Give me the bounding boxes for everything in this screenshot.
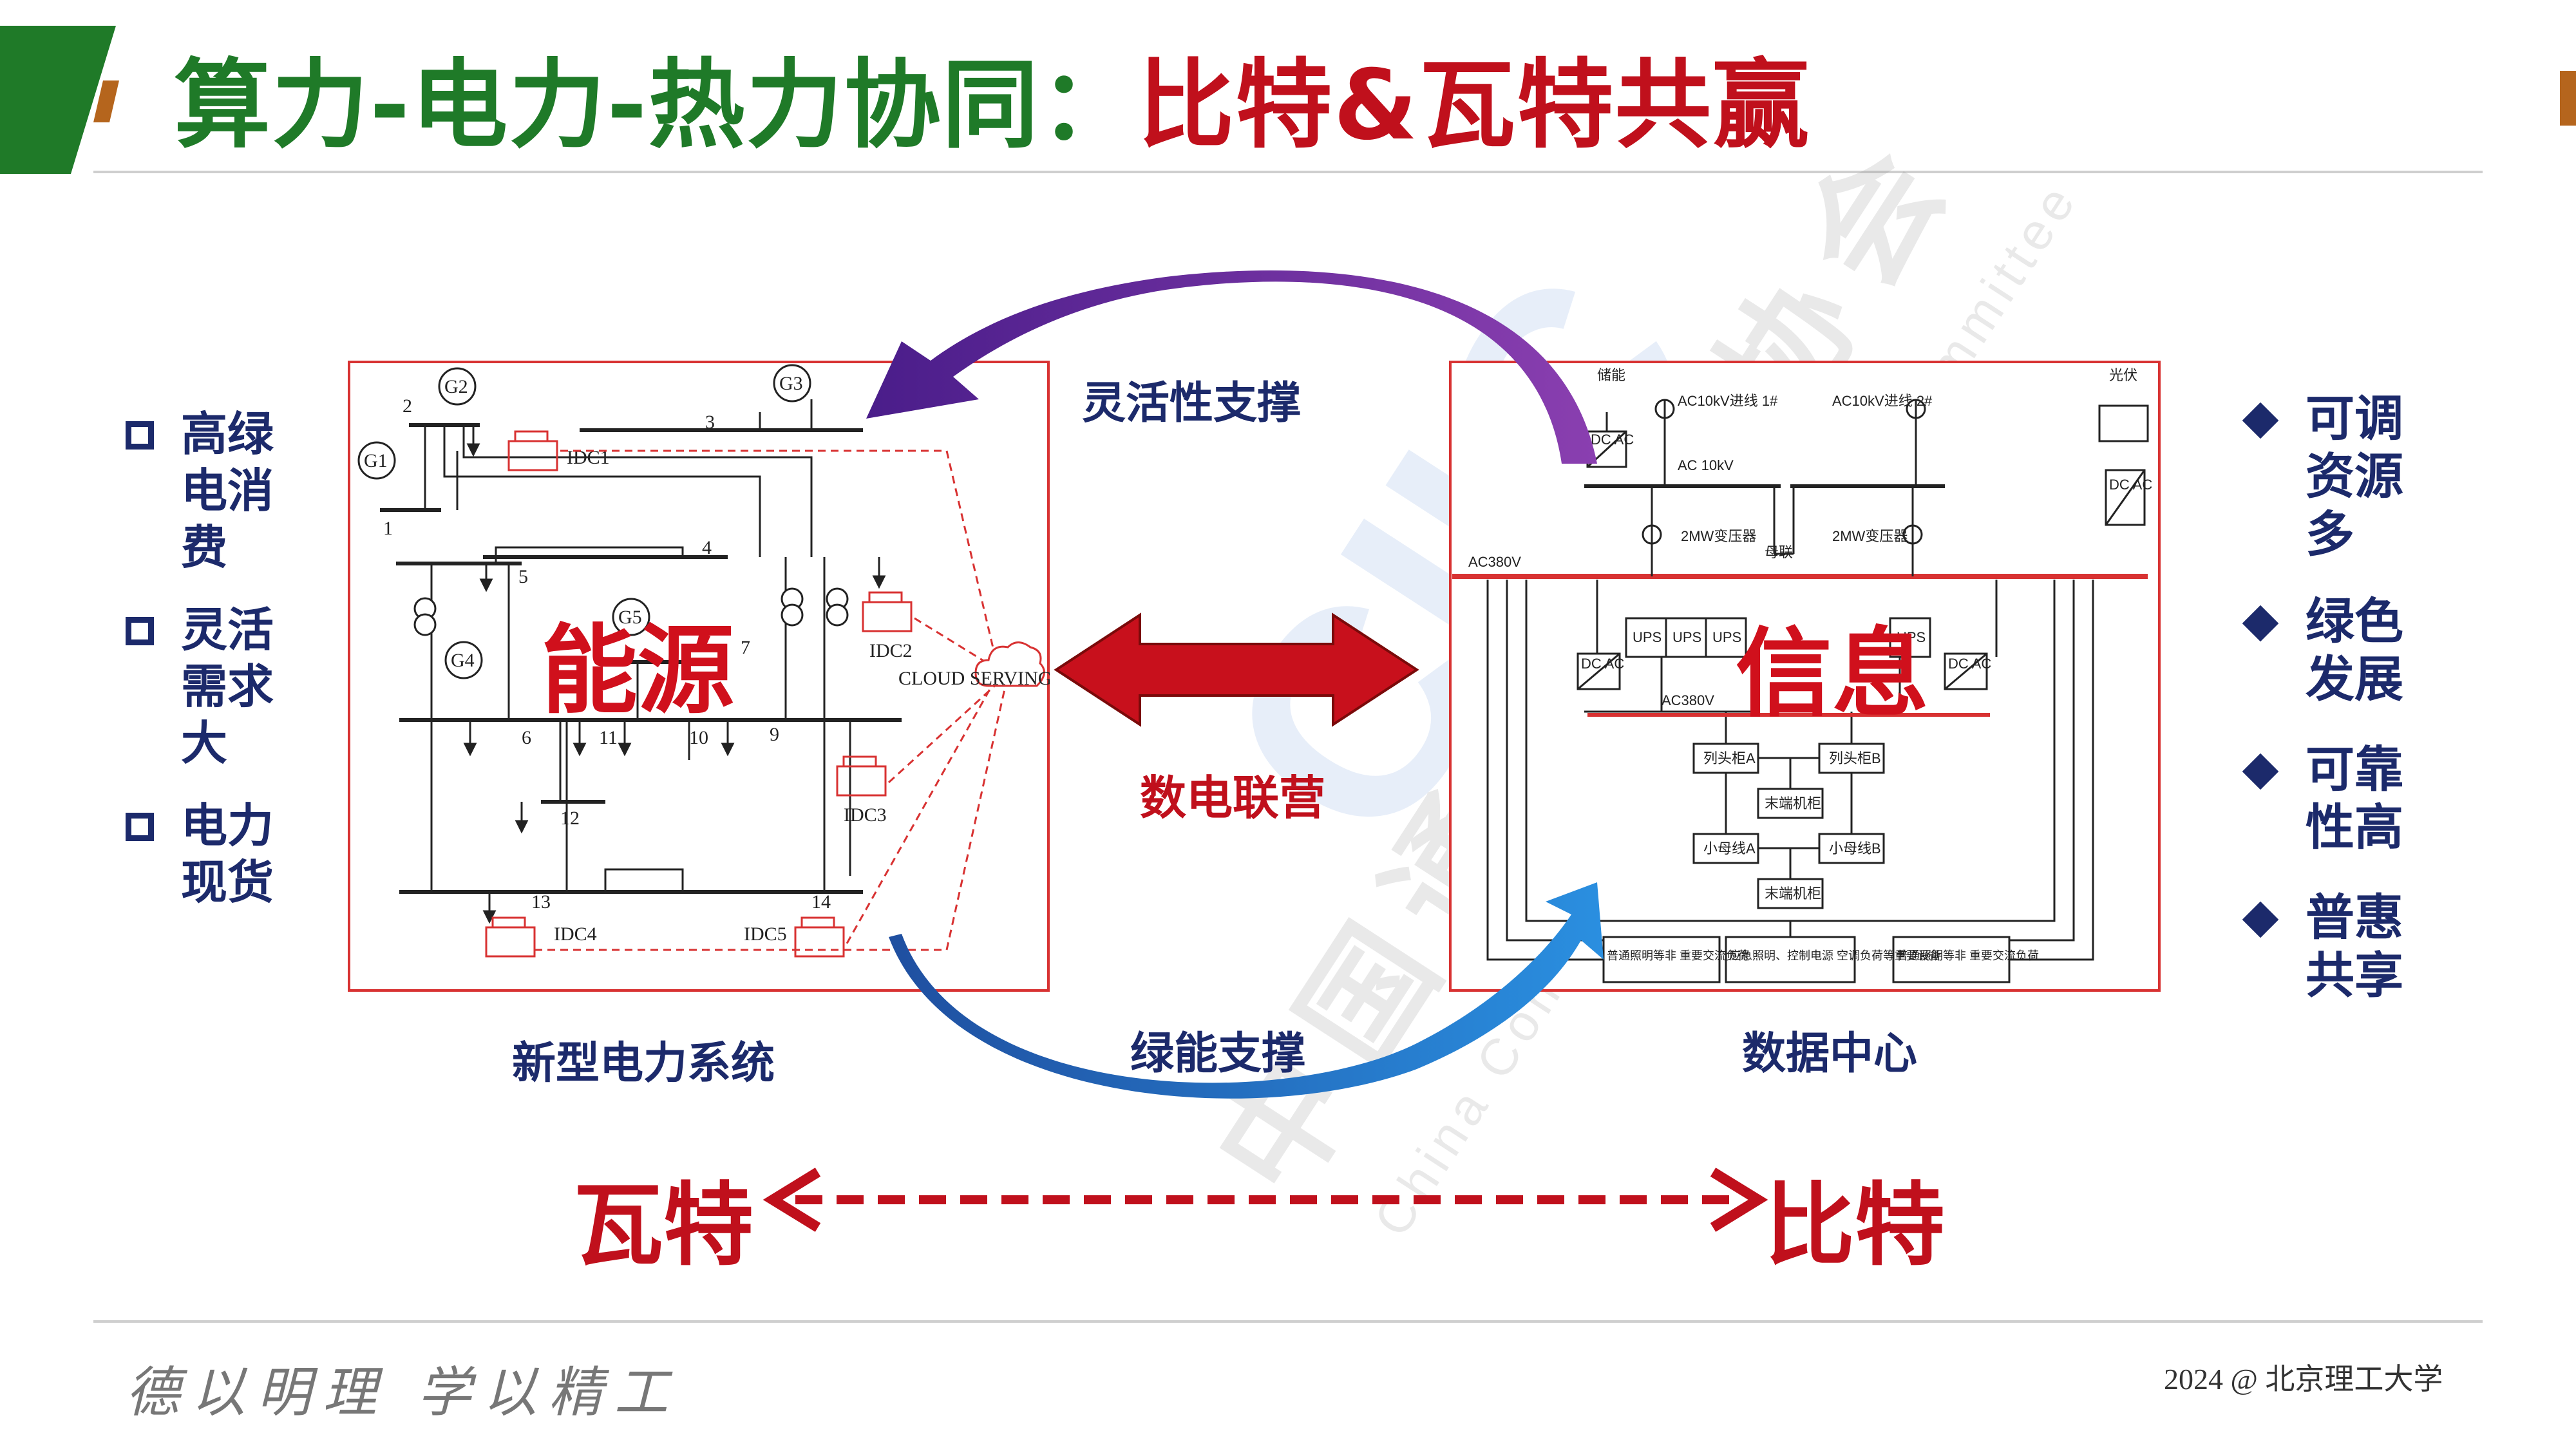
watt-label: 瓦特 xyxy=(573,1173,754,1278)
pv-label: 光伏 xyxy=(2109,367,2137,383)
bus-label: 14 xyxy=(811,891,831,913)
idc-label: IDC2 xyxy=(869,640,913,661)
left-item-text: 灵活需求大 xyxy=(181,603,274,770)
footer-divider xyxy=(93,1320,2483,1323)
list-item: 可靠性高 xyxy=(2242,741,2415,857)
ups-label: UPS xyxy=(1672,629,1701,645)
bus-label: 4 xyxy=(702,537,712,558)
cabinet-b-label: 列头柜B xyxy=(1829,750,1881,766)
ac10-label: AC 10kV xyxy=(1678,457,1734,473)
right-edge-mark xyxy=(2560,71,2576,126)
generator-label: G4 xyxy=(451,650,475,671)
left-item-text: 高绿电消费 xyxy=(181,407,274,574)
feed2-label: AC10kV进线 2# xyxy=(1832,393,1933,409)
right-list: 可调资源多 绿色发展 可靠性高 普惠共享 xyxy=(2242,390,2415,1005)
square-bullet-icon xyxy=(126,813,154,841)
dcac-label: DC AC xyxy=(2109,477,2152,493)
generator-label: G2 xyxy=(444,376,468,397)
bus-label: 7 xyxy=(741,637,750,658)
right-item-text: 可调资源多 xyxy=(2306,390,2403,563)
footer-credit: 2024 @ 北京理工大学 xyxy=(2164,1363,2443,1396)
load-label: 普通照明等非 重要交流负荷 xyxy=(1897,949,2039,962)
energy-overlay-label: 能源 xyxy=(541,615,735,727)
datacenter-caption: 数据中心 xyxy=(1742,1028,1918,1079)
tx1-label: 2MW变压器 xyxy=(1681,528,1756,544)
rack-label: 末端机柜 xyxy=(1765,795,1821,811)
rack-label: 末端机柜 xyxy=(1765,886,1821,902)
dcac-label: DC AC xyxy=(1581,656,1624,672)
list-item: 电力现货 xyxy=(126,797,284,911)
header-divider xyxy=(93,171,2483,173)
bus-label: 1 xyxy=(383,518,393,539)
school-motto: 德以明理 学以精工 xyxy=(126,1361,680,1424)
bit-label: 比特 xyxy=(1765,1173,1946,1278)
bus-label: 9 xyxy=(770,724,779,745)
watt-bit-arrow xyxy=(762,1168,1768,1232)
green-energy-arrow xyxy=(889,882,1604,1099)
green-energy-label: 绿能支撑 xyxy=(1130,1028,1306,1079)
dcac-label: DC AC xyxy=(1948,656,1991,672)
tie-label: 母联 xyxy=(1765,544,1793,560)
bus-label: 12 xyxy=(560,808,580,829)
square-bullet-icon xyxy=(126,617,154,645)
bus-label: 3 xyxy=(705,412,715,433)
cloud-label: CLOUD SERVING xyxy=(898,668,1050,689)
bus-label: 5 xyxy=(518,566,528,587)
title-part-2: 比特&瓦特共赢 xyxy=(1137,49,1811,162)
idc-label: IDC5 xyxy=(744,923,787,945)
bus-label: 2 xyxy=(402,395,412,417)
bidirectional-arrow xyxy=(1054,612,1419,727)
generator-label: G3 xyxy=(779,373,803,394)
power-system-caption: 新型电力系统 xyxy=(512,1038,775,1089)
storage-label: 储能 xyxy=(1597,367,1625,383)
power-system-diagram: G1 G2 G3 G4 G5 1 2 3 4 5 6 7 9 10 11 12 … xyxy=(348,361,1050,992)
bus-a-label: 小母线A xyxy=(1703,840,1756,857)
dcac-label: DC AC xyxy=(1591,431,1634,448)
flexibility-label: 灵活性支撑 xyxy=(1082,378,1302,429)
page-title: 算力-电力-热力协同：比特&瓦特共赢 xyxy=(174,39,1810,162)
information-overlay-label: 信息 xyxy=(1736,618,1929,730)
bus-labels: 1 2 3 4 5 6 7 9 10 11 12 13 14 xyxy=(383,395,831,913)
load-label: 普通照明等非 重要交流负荷 xyxy=(1607,949,1749,962)
bus-b-label: 小母线B xyxy=(1829,840,1881,857)
ups-label: UPS xyxy=(1897,629,1926,645)
load-label: 应急照明、控制电源 空调负荷等重要设备 xyxy=(1729,949,1941,962)
right-item-text: 绿色发展 xyxy=(2306,592,2403,708)
bus-label: 6 xyxy=(522,727,531,748)
list-item: 绿色发展 xyxy=(2242,592,2415,708)
generator-label: G5 xyxy=(618,607,642,628)
cloud-icon xyxy=(974,641,1045,687)
ac380-label: AC380V xyxy=(1468,554,1521,570)
bus-label: 10 xyxy=(689,727,708,748)
ac380b-label: AC380V xyxy=(1662,692,1714,708)
left-item-text: 电力现货 xyxy=(181,799,274,909)
datacenter-diagram: 储能 光伏 AC10kV进线 1# AC10kV进线 2# AC 10kV 2M… xyxy=(1449,361,2161,992)
corner-decoration xyxy=(0,26,119,174)
feed1-label: AC10kV进线 1# xyxy=(1678,393,1778,409)
list-item: 高绿电消费 xyxy=(126,406,284,576)
bus-label: 11 xyxy=(599,727,618,748)
joint-operation-label: 数电联营 xyxy=(1140,771,1326,825)
right-item-text: 普惠共享 xyxy=(2306,889,2403,1004)
ups-label: UPS xyxy=(1712,629,1741,645)
generator-label: G1 xyxy=(364,450,388,471)
datacenter-labels: 储能 光伏 AC10kV进线 1# AC10kV进线 2# AC 10kV 2M… xyxy=(1468,367,2152,962)
ups-label: UPS xyxy=(1633,629,1662,645)
right-item-text: 可靠性高 xyxy=(2306,741,2403,856)
square-bullet-icon xyxy=(126,421,154,450)
flexibility-arrow xyxy=(866,270,1597,464)
left-list: 高绿电消费 灵活需求大 电力现货 xyxy=(126,406,284,911)
cabinet-a-label: 列头柜A xyxy=(1703,750,1756,766)
title-part-1: 算力-电力-热力协同： xyxy=(174,49,1138,162)
list-item: 灵活需求大 xyxy=(126,601,284,772)
bus-label: 13 xyxy=(531,891,551,913)
idc-label: IDC3 xyxy=(844,804,887,826)
list-item: 普惠共享 xyxy=(2242,889,2415,1005)
tx2-label: 2MW变压器 xyxy=(1832,528,1908,544)
list-item: 可调资源多 xyxy=(2242,390,2415,564)
generator-labels: G1 G2 G3 G4 G5 xyxy=(364,373,803,671)
idc-label: IDC4 xyxy=(554,923,597,945)
